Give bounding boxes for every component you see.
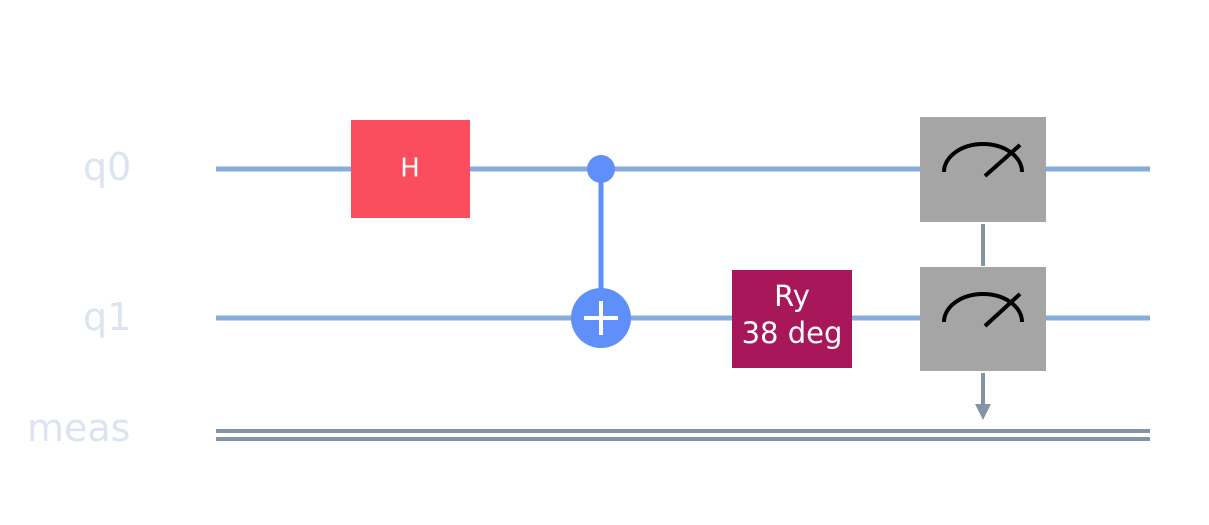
cnot-target	[571, 288, 631, 348]
meter-icon	[942, 292, 1024, 323]
cnot-gate	[571, 155, 631, 348]
classical-wire-meas	[216, 429, 1150, 441]
meter-needle-icon	[983, 143, 1022, 178]
cnot-control-dot	[587, 155, 615, 183]
wire-label-q1: q1	[83, 295, 131, 339]
ry-gate: Ry 38 deg	[732, 270, 852, 368]
measure-gate-q1	[920, 267, 1046, 371]
measure-gate-q0	[920, 117, 1046, 222]
measure-arrow	[975, 373, 991, 420]
meter-icon	[942, 142, 1024, 173]
wire-label-meas: meas	[27, 406, 130, 450]
hadamard-gate: H	[351, 120, 470, 218]
arrow-down-icon	[975, 404, 991, 420]
hadamard-gate-label: H	[400, 154, 420, 184]
meter-needle-icon	[983, 292, 1022, 328]
wire-label-q0: q0	[83, 145, 131, 189]
ry-gate-param: 38 deg	[742, 316, 843, 350]
ry-gate-name: Ry	[774, 279, 810, 313]
